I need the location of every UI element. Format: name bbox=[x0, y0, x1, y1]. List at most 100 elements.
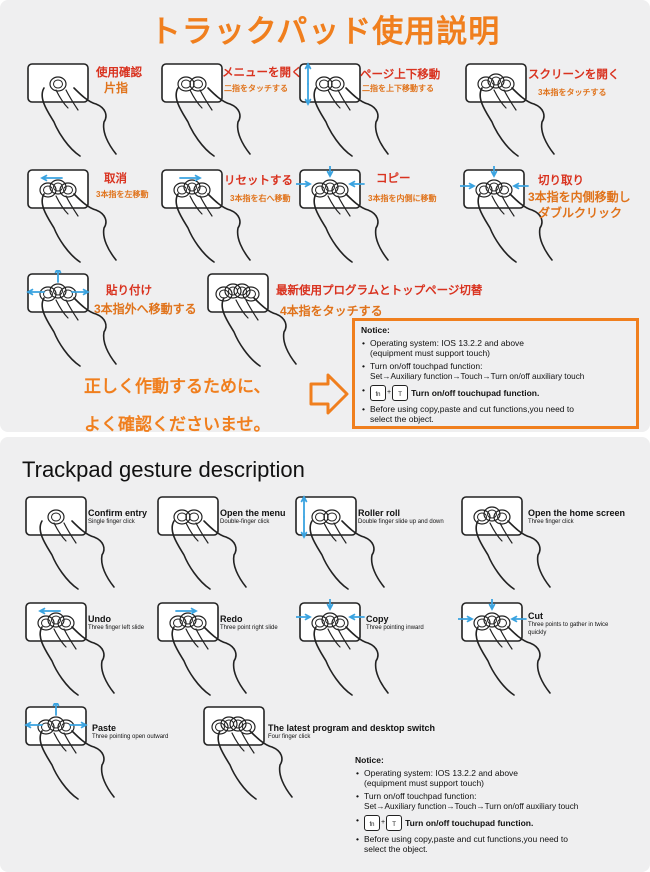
notice-box: Notice: Operating system: IOS 13.2.2 and… bbox=[352, 318, 639, 429]
gesture-label: Open the home screen bbox=[528, 508, 626, 518]
gesture-label: 切り取り bbox=[538, 175, 584, 187]
trackpad-hand-icon bbox=[27, 169, 117, 263]
notice-box: Notice: Operating system: IOS 13.2.2 and… bbox=[355, 755, 640, 857]
gesture-label: リセットする bbox=[224, 175, 293, 187]
trackpad-hand-icon bbox=[157, 602, 247, 696]
gesture-sublabel: 3本指を内側移動し bbox=[528, 190, 631, 204]
trackpad-hand-icon bbox=[27, 63, 117, 157]
gesture-label: Confirm entry bbox=[88, 508, 148, 518]
notice-os-line1: Operating system: IOS 13.2.2 and above bbox=[370, 338, 525, 348]
gesture-label: ページ上下移動 bbox=[360, 69, 441, 81]
gesture-label: Paste bbox=[92, 723, 117, 733]
gesture-sublabel: Four finger click bbox=[268, 734, 311, 740]
japanese-panel: トラックパッド使用説明 使用確認 片指 メニューを開く 二指をタッチする ページ… bbox=[0, 0, 650, 432]
check-message-line1: 正しく作動するために、 bbox=[84, 377, 271, 396]
gesture-label: Roller roll bbox=[358, 508, 401, 518]
trackpad-hand-icon bbox=[461, 496, 551, 590]
gesture-sublabel: Double finger slide up and down bbox=[358, 519, 444, 525]
gesture-label: 使用確認 bbox=[96, 67, 142, 79]
gesture-label: Cut bbox=[528, 611, 543, 621]
gesture-sublabel: 二指を上下移動する bbox=[362, 84, 434, 93]
gesture-label: スクリーンを開く bbox=[528, 69, 620, 81]
t-key-icon: T bbox=[392, 385, 409, 401]
notice-toggle: Turn on/off touchpad function:Set→Auxili… bbox=[361, 361, 630, 382]
gesture-sublabel: Three point right slide bbox=[220, 625, 278, 631]
gesture-sublabel-2: ダブルクリック bbox=[538, 206, 623, 220]
gesture-label: Redo bbox=[220, 614, 243, 624]
check-message-line2: よく確認くださいませ。 bbox=[84, 415, 271, 432]
trackpad-hand-icon bbox=[295, 495, 385, 590]
trackpad-hand-icon bbox=[296, 166, 389, 263]
gesture-label: Open the menu bbox=[220, 508, 286, 518]
t-key-icon: T bbox=[386, 815, 403, 831]
gesture-label: 取消 bbox=[104, 173, 127, 185]
gesture-sublabel: 3本指を左移動 bbox=[96, 190, 149, 199]
notice-toggle-line1: Turn on/off touchpad function: bbox=[370, 361, 483, 371]
gesture-sublabel: 4本指をタッチする bbox=[280, 304, 383, 318]
notice-shortcut-text: Turn on/off touchupad function. bbox=[405, 818, 534, 828]
notice-title: Notice: bbox=[361, 325, 390, 335]
notice-os-line2: (equipment must support touch) bbox=[364, 778, 485, 788]
gesture-sublabel: Double-finger click bbox=[220, 519, 270, 525]
gesture-label: コピー bbox=[376, 173, 411, 185]
trackpad-hand-icon bbox=[161, 169, 251, 263]
gesture-sublabel: Three pointing inward bbox=[366, 625, 424, 631]
plus-sign: + bbox=[381, 819, 386, 826]
trackpad-hand-icon bbox=[161, 63, 251, 157]
trackpad-hand-icon bbox=[24, 703, 115, 800]
notice-toggle: Turn on/off touchpad function:Set→Auxili… bbox=[355, 791, 640, 812]
plus-sign: + bbox=[387, 389, 392, 396]
japanese-title: トラックパッド使用説明 bbox=[149, 14, 501, 49]
trackpad-hand-icon bbox=[299, 62, 389, 157]
trackpad-hand-icon bbox=[203, 706, 293, 800]
gesture-sublabel: Three finger click bbox=[528, 519, 574, 525]
gesture-sublabel: Three points to gather in twice bbox=[528, 622, 609, 628]
gesture-sublabel: Single finger click bbox=[88, 519, 135, 525]
trackpad-hand-icon bbox=[25, 602, 115, 696]
notice-select-line1: Before using copy,paste and cut function… bbox=[370, 404, 574, 414]
gesture-label: メニューを開く bbox=[222, 67, 303, 79]
gesture-sublabel-2: quickly bbox=[528, 630, 547, 636]
notice-select-line2: select the object. bbox=[370, 414, 434, 424]
notice-os: Operating system: IOS 13.2.2 and above(e… bbox=[355, 768, 640, 788]
gesture-sublabel: 3本指を内側に移動 bbox=[368, 194, 437, 203]
notice-shortcut-text: Turn on/off touchupad function. bbox=[411, 388, 540, 398]
gesture-label: 貼り付け bbox=[106, 285, 152, 297]
fn-key-icon: fn bbox=[364, 815, 380, 831]
trackpad-hand-icon bbox=[460, 166, 553, 263]
gesture-label: The latest program and desktop switch bbox=[268, 723, 436, 733]
trackpad-hand-icon bbox=[207, 273, 297, 367]
notice-title: Notice: bbox=[355, 755, 384, 765]
gesture-label: Undo bbox=[88, 614, 111, 624]
english-panel: Trackpad gesture description Confirm ent… bbox=[0, 437, 650, 872]
gesture-label: Copy bbox=[366, 614, 389, 624]
notice-os: Operating system: IOS 13.2.2 and above(e… bbox=[361, 338, 630, 358]
gesture-label: 最新使用プログラムとトップページ切替 bbox=[276, 285, 483, 297]
gesture-sublabel: Three pointing open outward bbox=[92, 734, 169, 740]
gesture-sublabel: 3本指外へ移動する bbox=[94, 302, 197, 316]
notice-select: Before using copy,paste and cut function… bbox=[355, 834, 640, 854]
trackpad-hand-icon bbox=[296, 599, 389, 696]
arrow-right-icon bbox=[309, 373, 349, 415]
trackpad-hand-icon bbox=[465, 63, 555, 157]
notice-toggle-line2: Set→Auxiliary function→Touch→Turn on/off… bbox=[370, 372, 585, 381]
trackpad-hand-icon bbox=[26, 270, 117, 367]
trackpad-hand-icon bbox=[25, 496, 115, 590]
trackpad-hand-icon bbox=[157, 496, 247, 590]
notice-toggle-line1: Turn on/off touchpad function: bbox=[364, 791, 477, 801]
notice-os-line1: Operating system: IOS 13.2.2 and above bbox=[364, 768, 519, 778]
notice-select-line2: select the object. bbox=[364, 844, 428, 854]
notice-select: Before using copy,paste and cut function… bbox=[361, 404, 630, 424]
fn-key-icon: fn bbox=[370, 385, 386, 401]
gesture-sublabel: Three finger left slide bbox=[88, 625, 145, 631]
gesture-sublabel: 片指 bbox=[104, 81, 129, 95]
notice-select-line1: Before using copy,paste and cut function… bbox=[364, 834, 568, 844]
notice-os-line2: (equipment must support touch) bbox=[370, 348, 491, 358]
notice-toggle-line2: Set→Auxiliary function→Touch→Turn on/off… bbox=[364, 802, 579, 811]
trackpad-hand-icon bbox=[458, 599, 551, 696]
gesture-sublabel: 3本指をタッチする bbox=[538, 88, 607, 97]
english-title: Trackpad gesture description bbox=[22, 457, 305, 482]
gesture-sublabel: 3本指を右へ移動 bbox=[230, 194, 291, 203]
